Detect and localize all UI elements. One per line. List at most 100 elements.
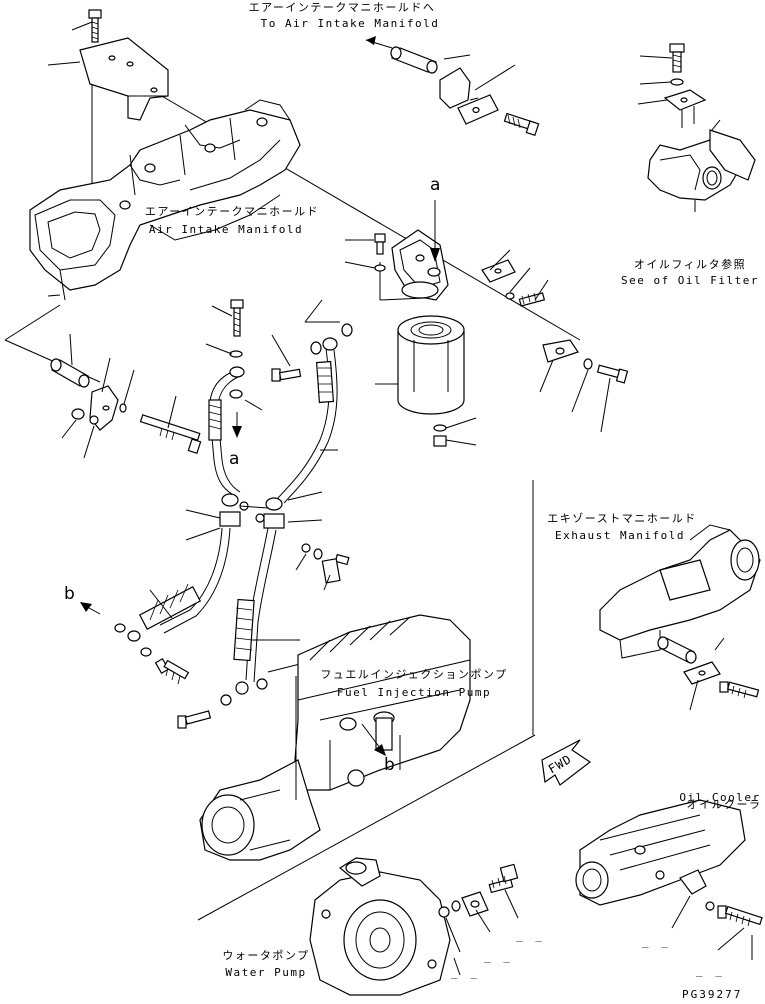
bolt-hose-upper: [230, 299, 244, 337]
bolt-head-bracket: [374, 233, 386, 272]
oil-filter-bracket: [663, 89, 707, 128]
blank-mark: _ _: [696, 964, 725, 977]
leader: [489, 249, 511, 271]
bolt-water-pump: [488, 863, 519, 894]
drain-plug: [433, 424, 447, 447]
label-exhaust-jp: エキゾーストマニホールド: [547, 512, 697, 525]
pump-housing: [199, 759, 321, 861]
water-pump: [309, 857, 451, 996]
divider-line-lower: [197, 734, 536, 921]
label-exhaust-en: Exhaust Manifold: [555, 529, 685, 542]
bolt-clamp-right: [596, 364, 629, 384]
leader: [47, 294, 61, 297]
nut-left: [71, 408, 85, 420]
exhaust-bracket: [683, 661, 721, 685]
leader: [83, 425, 95, 459]
drawing-code: PG39277: [682, 988, 743, 1001]
bolt-cooler: [717, 905, 763, 927]
label-air-intake-jp: エアーインテークマニホールド: [144, 205, 320, 218]
bolt-intake-bracket: [503, 112, 540, 137]
oil-hose-left: [208, 366, 245, 495]
label-oil-cooler-jp: オイルクーラ: [686, 798, 762, 811]
ref-b-pump: b: [384, 755, 395, 775]
leader: [443, 54, 471, 60]
washer-b-2: [140, 647, 152, 657]
leader: [539, 359, 554, 393]
leader: [469, 97, 479, 101]
plate-bracket-right: [481, 259, 546, 307]
leader: [445, 417, 477, 429]
support-bracket: [79, 37, 169, 121]
leader: [714, 637, 725, 651]
label-oil-filter-jp: オイルフィルタ参照: [633, 258, 747, 271]
hose-lower-right: [233, 527, 277, 695]
leader: [445, 439, 477, 446]
oil-cooler: [575, 799, 746, 906]
leader: [149, 589, 173, 619]
label-fuel-pump-en: Fuel Injection Pump: [336, 686, 492, 699]
bolt-oil-filter-ref: [669, 43, 685, 86]
leader: [453, 957, 461, 976]
leader: [509, 267, 531, 293]
label-oil-cooler-en: Oil Cooler: [679, 791, 761, 804]
washer-water-pump-2: [451, 900, 461, 912]
leader: [637, 99, 668, 105]
label-to-air-intake-jp: エアーインテークマニホールドへ: [248, 1, 436, 14]
blank-mark: _ _: [484, 950, 513, 963]
ref-b-left: b: [64, 584, 75, 604]
bolt-long-left: [139, 414, 202, 455]
leader: [323, 574, 331, 591]
leader: [71, 21, 93, 31]
fwd-arrow-icon: [541, 739, 592, 786]
leader: [474, 64, 516, 91]
label-water-pump-jp: ウォータポンプ: [222, 949, 310, 962]
leader: [69, 333, 73, 366]
leader: [295, 553, 307, 571]
washer-pump-2: [256, 678, 268, 690]
leader: [445, 917, 461, 953]
leader: [717, 927, 745, 951]
washer-b: [114, 623, 126, 633]
leader: [475, 909, 491, 933]
leader: [287, 491, 323, 501]
blank-mark: _ _: [642, 935, 671, 948]
hose-joint-left: [219, 493, 249, 527]
leader: [534, 279, 549, 301]
water-pump-plate: [461, 891, 489, 917]
leader: [711, 119, 721, 131]
leader: [267, 663, 301, 673]
leader: [639, 55, 673, 59]
reference-line-left-top: [4, 304, 61, 341]
oil-filter-element: [397, 315, 465, 415]
washer-water-pump: [438, 906, 450, 918]
leader: [287, 519, 323, 523]
leader: [304, 299, 323, 323]
leader: [47, 61, 81, 66]
label-to-air-intake-en: To Air Intake Manifold: [260, 17, 440, 30]
leader: [344, 261, 376, 269]
leader: [504, 889, 519, 919]
washer-cooler: [705, 901, 715, 911]
ref-a-mid: a: [229, 449, 240, 469]
leader: [600, 377, 611, 433]
arrow-to-intake-icon: [366, 36, 376, 45]
oil-cooler-clip: [679, 869, 707, 895]
label-fuel-pump-jp: フュエルインジェクションポンプ: [320, 668, 508, 681]
arrow-a2-icon: [232, 426, 242, 438]
washer-left: [89, 415, 99, 425]
hose-joint-right: [255, 497, 285, 529]
fuel-injection-pump: [294, 614, 471, 791]
label-air-intake-en: Air Intake Manifold: [148, 223, 304, 236]
arrow-b2-shaft: [361, 723, 381, 749]
oil-hose-right: [275, 337, 338, 504]
blank-mark: _ _: [516, 929, 545, 942]
bolt-hose-right: [271, 368, 302, 382]
oil-filter-head: [647, 129, 756, 201]
bolt-pump: [177, 710, 212, 729]
ref-a-top: a: [430, 175, 441, 195]
bolt-lower-right: [321, 553, 350, 584]
leader: [101, 357, 111, 393]
pipe-to-intake: [390, 46, 438, 74]
